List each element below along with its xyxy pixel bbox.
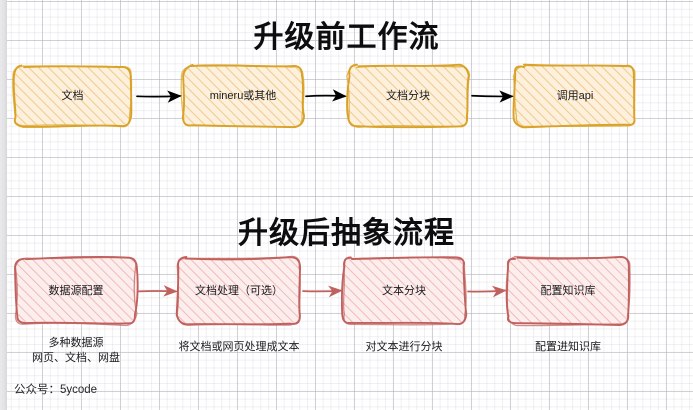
flow-arrow-before-upgrade-2 [471, 90, 514, 103]
footer-credit: 公众号：5ycode [14, 384, 98, 396]
caption-line: 网页、文档、网盘 [32, 352, 120, 364]
caption-line: 配置进知识库 [535, 341, 601, 353]
flow-arrow-after-upgrade-2 [467, 285, 507, 298]
caption-line: 对文本进行分块 [365, 341, 443, 353]
left-gutter-strip [0, 0, 7, 410]
node-caption-1: 将文档或网页处理成文本 [149, 340, 329, 355]
node-caption-0: 多种数据源网页、文档、网盘 [0, 336, 166, 366]
node-caption-2: 对文本进行分块 [314, 340, 494, 355]
caption-line: 多种数据源 [48, 337, 104, 349]
section-title-after: 升级后抽象流程 [238, 217, 455, 250]
flow-node-before-upgrade-0[interactable] [12, 64, 133, 128]
caption-line: 将文档或网页处理成文本 [178, 341, 300, 353]
flow-node-before-upgrade-2[interactable] [346, 63, 471, 129]
flow-node-before-upgrade-1[interactable] [180, 64, 306, 129]
flow-node-before-upgrade-3[interactable] [512, 63, 637, 129]
flow-arrow-before-upgrade-1 [305, 89, 347, 102]
flow-node-after-upgrade-2[interactable] [340, 256, 468, 326]
node-caption-3: 配置进知识库 [478, 340, 658, 355]
flow-node-after-upgrade-1[interactable] [175, 255, 301, 326]
flow-arrow-after-upgrade-1 [302, 285, 343, 298]
flow-node-after-upgrade-0[interactable] [14, 255, 139, 327]
flow-arrow-before-upgrade-0 [136, 90, 182, 103]
section-title-before: 升级前工作流 [253, 21, 440, 54]
flow-node-after-upgrade-3[interactable] [505, 255, 631, 327]
